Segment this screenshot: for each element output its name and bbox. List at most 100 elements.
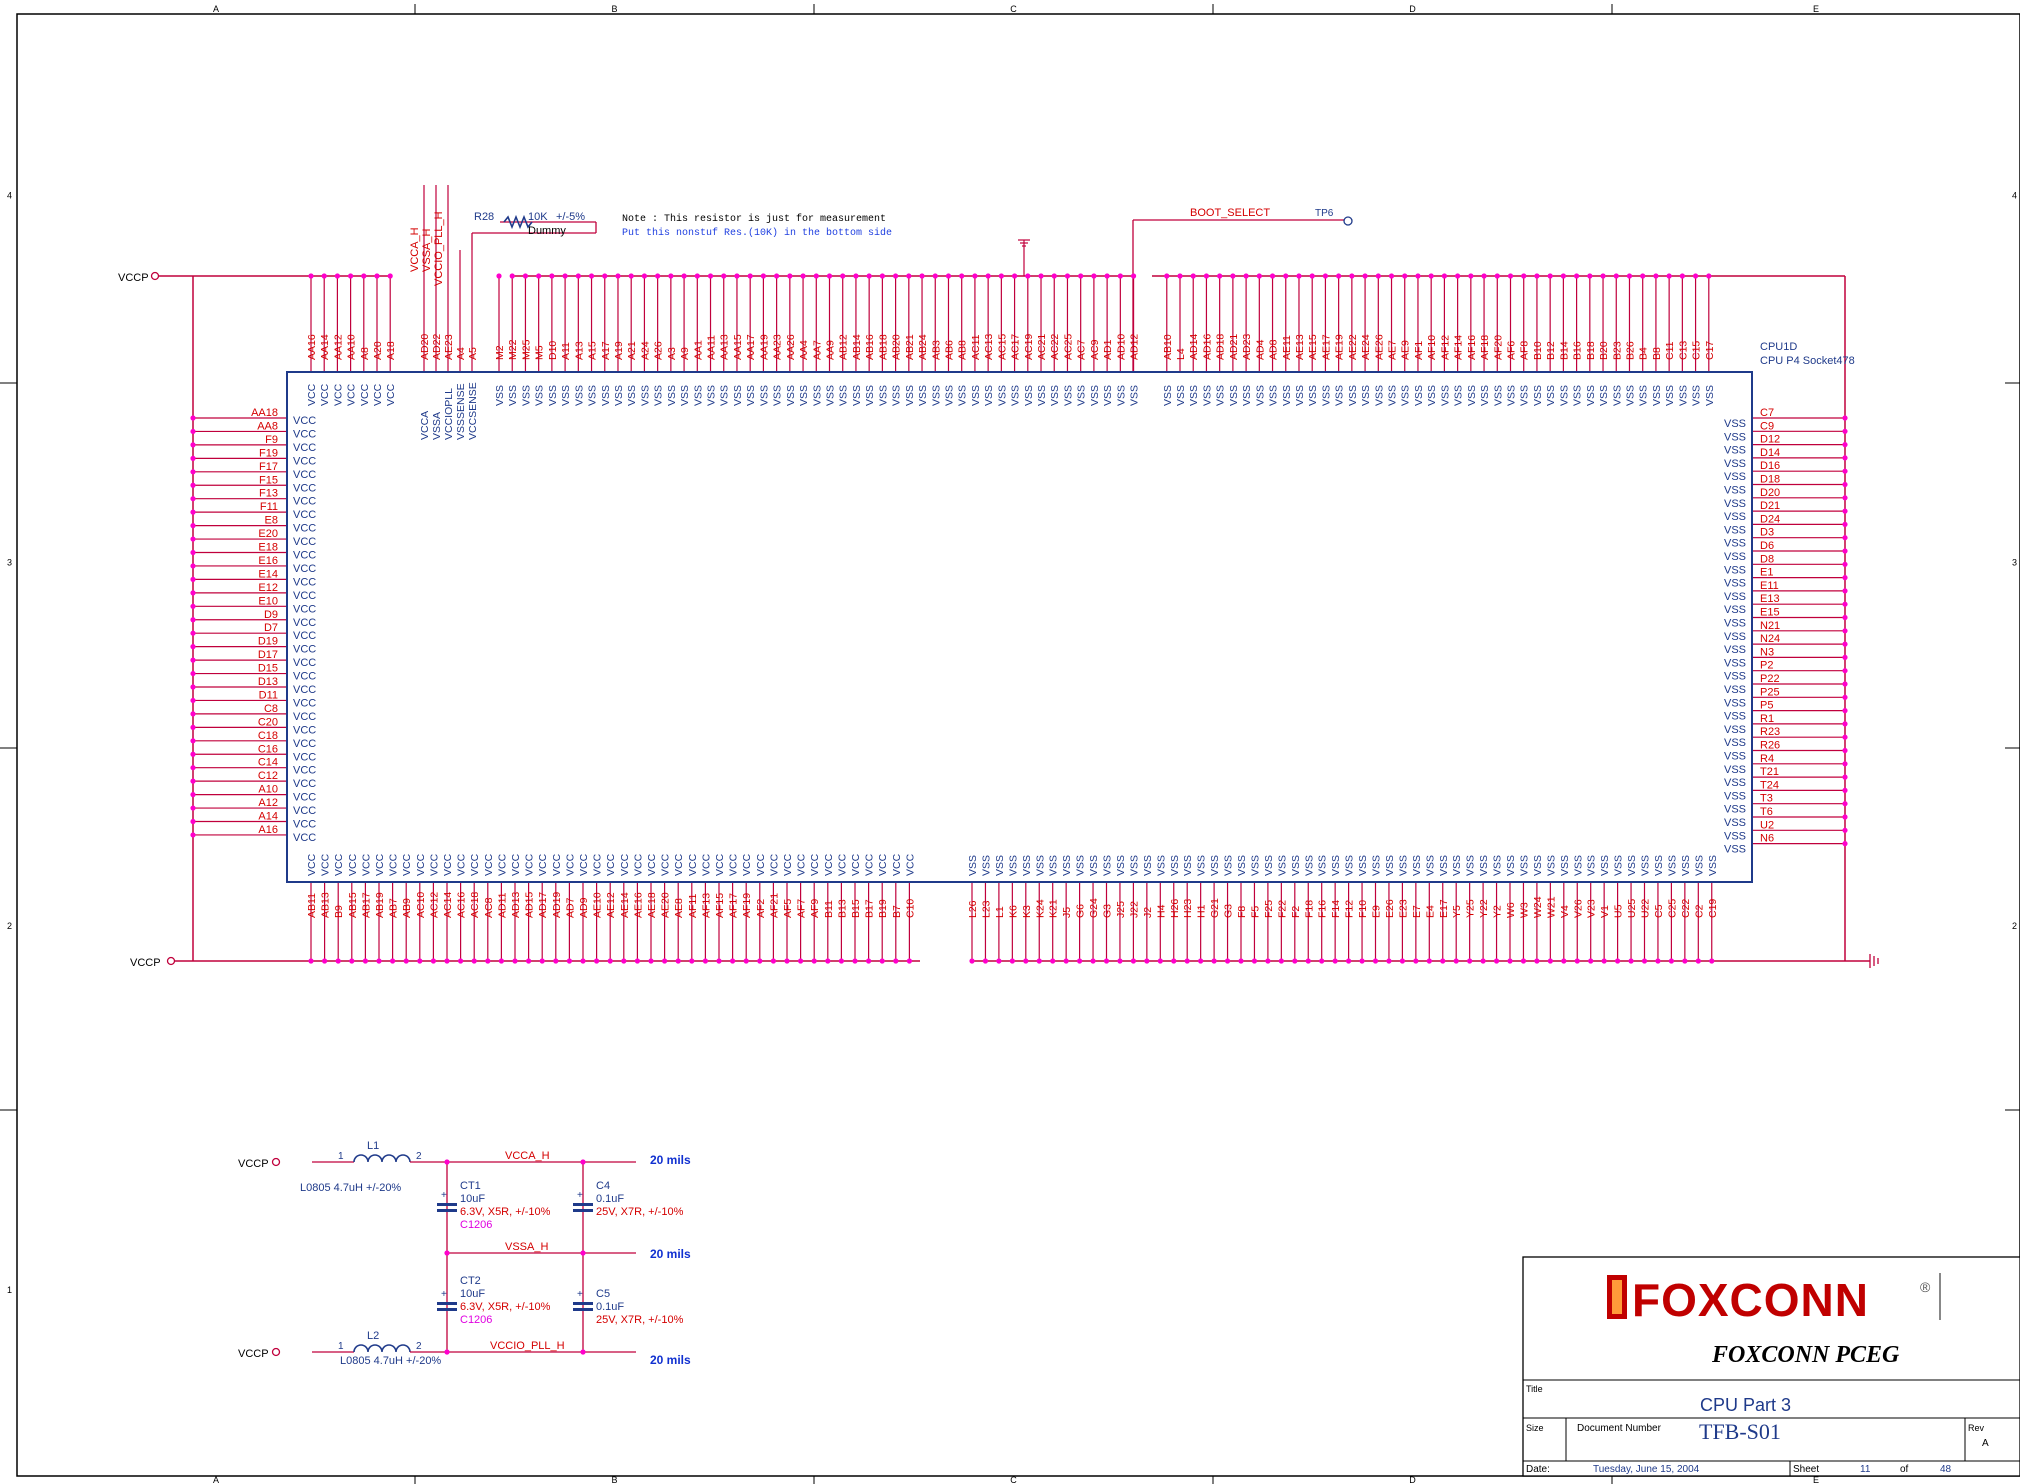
junction-dot	[1190, 273, 1196, 279]
r28-refdes: R28	[474, 211, 494, 223]
pin-name: VSS	[1724, 697, 1746, 709]
pin-number: 2	[416, 1151, 422, 1162]
junction-dot	[1025, 273, 1031, 279]
row-marker-right: 3	[2012, 558, 2017, 568]
pin-name: VSS	[745, 385, 757, 406]
pin-number: AE7	[1387, 340, 1399, 360]
junction-dot	[190, 428, 196, 435]
junction-dot	[607, 958, 613, 964]
pin-name: VSS	[507, 385, 519, 406]
pin-name: VSS	[666, 385, 678, 406]
vccp-port-l2	[271, 1347, 281, 1357]
polarity-mark: +	[577, 1289, 583, 1300]
junction-dot	[1243, 273, 1249, 279]
junction-dot	[1653, 273, 1659, 279]
pin-name: VSS	[719, 385, 731, 406]
pin-name: VSS	[1666, 855, 1678, 876]
pin-name: VSS	[798, 385, 810, 406]
capacitor-refdes: CT2	[460, 1275, 481, 1287]
junction-dot	[349, 958, 355, 964]
junction-dot	[1842, 708, 1848, 714]
column-marker-bottom: B	[611, 1475, 617, 1484]
junction-dot	[190, 697, 196, 704]
junction-dot	[444, 1159, 450, 1165]
pin-number: F19	[259, 447, 278, 459]
border	[16, 13, 2020, 1477]
pin-number: AA16	[306, 334, 318, 360]
pin-name: VSS	[1638, 385, 1650, 406]
junction-dot	[190, 415, 196, 421]
pin-name: VSS	[1307, 385, 1319, 406]
pin-number: E18	[258, 542, 278, 554]
logo-mark-inner	[1612, 1280, 1622, 1314]
pin-number: B4	[1638, 347, 1650, 360]
junction-dot	[1520, 958, 1527, 964]
junction-dot	[919, 273, 925, 279]
capacitor-plate	[437, 1203, 457, 1206]
junction-dot	[1428, 273, 1434, 279]
pin-name: VSS	[1424, 855, 1436, 876]
junction-dot	[681, 273, 687, 279]
pin-number: AA9	[825, 340, 837, 360]
junction-dot	[190, 536, 196, 542]
pin-number: A3	[666, 347, 678, 360]
net-label-vccio: VCCIO_PLL_H	[490, 1340, 565, 1352]
junction-dot	[1842, 654, 1848, 661]
junction-dot	[335, 958, 341, 964]
column-marker-bottom: E	[1813, 1475, 1819, 1484]
junction-dot	[1388, 273, 1395, 279]
pin-number: B14	[1558, 341, 1570, 360]
pin-name: VSS	[1236, 855, 1248, 876]
net-label-vccio: VCCIO_PLL_H	[433, 211, 445, 286]
junction-dot	[721, 273, 727, 279]
pin-number: D6	[1760, 540, 1774, 552]
pin-number: A19	[613, 341, 625, 360]
junction-dot	[1413, 958, 1419, 964]
pin-number: AE22	[1347, 334, 1359, 360]
pin-number: C9	[1760, 420, 1774, 432]
junction-dot	[1468, 273, 1474, 279]
junction-dot	[866, 273, 872, 279]
junction-dot	[1547, 958, 1553, 964]
pin-number: K24	[1034, 899, 1046, 918]
pin-number: AF20	[1492, 335, 1504, 360]
pin-number: AA12	[332, 334, 344, 360]
pin-number: AE8	[673, 898, 685, 918]
pin-number: R1	[1760, 713, 1774, 725]
pin-name: VSS	[1624, 385, 1636, 406]
pin-number: AD22	[431, 334, 443, 360]
pin-number: AB21	[904, 334, 916, 360]
junction-dot	[655, 273, 661, 279]
note-line-2: Put this nonstuf Res.(10K) in the bottom…	[622, 227, 892, 239]
vccp-port-l1	[271, 1157, 281, 1167]
pin-number: D19	[258, 636, 278, 648]
refdes: CPU1D	[1760, 341, 1797, 353]
pin-name: VSS	[1317, 855, 1329, 876]
capacitor-rating: 6.3V, X5R, +/-10%	[460, 1206, 551, 1218]
pin-name: VSS	[1023, 385, 1035, 406]
pin-name: VSS	[1453, 385, 1465, 406]
pin-name: VCC	[415, 853, 427, 876]
pin-name: VSS	[1558, 385, 1570, 406]
pin-name: VCC	[293, 415, 316, 427]
pin-number: AA4	[798, 340, 810, 360]
pin-name: VSS	[1276, 855, 1288, 876]
pin-number: D14	[1760, 447, 1780, 459]
junction-dot	[959, 273, 965, 279]
junction-dot	[403, 958, 409, 964]
pin-number: AC12	[428, 892, 440, 918]
pin-name: VCC	[306, 853, 318, 876]
junction-dot	[1534, 273, 1540, 279]
pin-name: VCC	[293, 738, 316, 750]
pin-name: VSS	[1357, 855, 1369, 876]
pin-number: AD18	[1215, 334, 1227, 360]
junction-dot	[1064, 273, 1071, 279]
pin-number: D18	[1760, 474, 1780, 486]
junction-dot	[969, 958, 975, 964]
pin-number: AB24	[917, 334, 929, 360]
column-marker-bottom: D	[1409, 1475, 1416, 1484]
pin-name: VCC	[293, 523, 316, 535]
junction-dot	[549, 273, 555, 279]
